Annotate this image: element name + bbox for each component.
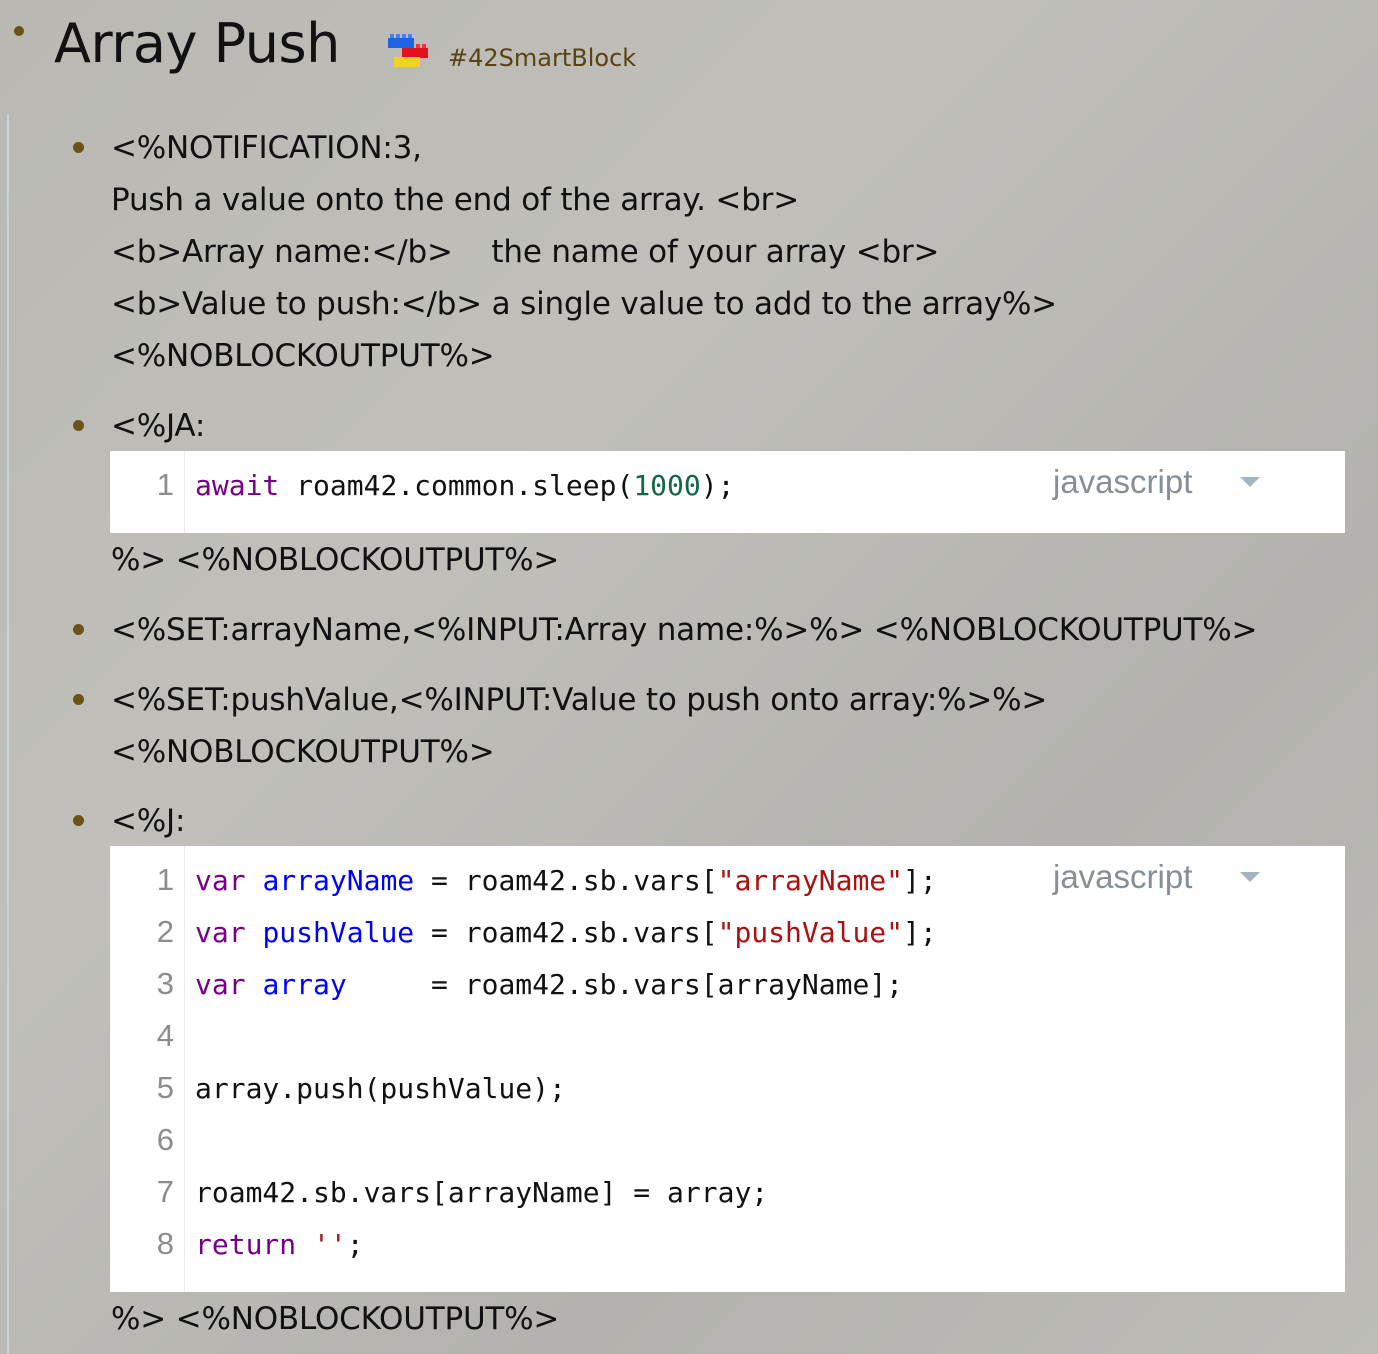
smartblock-tag[interactable]: #42SmartBlock: [448, 44, 637, 72]
page-title[interactable]: Array Push: [54, 12, 340, 75]
code-token: [246, 864, 263, 897]
block-text-line: <b>Array name:</b> the name of your arra…: [111, 234, 940, 270]
line-number: 5: [156, 1070, 174, 1105]
string-token: "arrayName": [717, 864, 904, 897]
keyword-token: return: [195, 1228, 297, 1261]
line-number: 2: [156, 914, 174, 949]
block-text-line: <%SET:pushValue,<%INPUT:Value to push on…: [111, 682, 1048, 718]
line-number: 3: [156, 966, 174, 1001]
definition-token: arrayName: [262, 864, 415, 897]
code-editor[interactable]: 1 await roam42.common.sleep(1000); javas…: [110, 451, 1345, 533]
code-token: array.push(pushValue);: [195, 1072, 566, 1105]
block-suffix: %> <%NOBLOCKOUTPUT%>: [111, 542, 560, 578]
line-number-gutter: 1 2 3 4 5 6 7 8: [110, 846, 185, 1292]
code-token: ];: [903, 864, 937, 897]
block-bullet[interactable]: [73, 624, 84, 635]
block-text-line: <%NOTIFICATION:3,: [111, 130, 422, 166]
block-text-line: <b>Value to push:</b> a single value to …: [111, 286, 1058, 322]
block-prefix: <%J:: [111, 803, 186, 839]
code-line[interactable]: var arrayName = roam42.sb.vars["arrayNam…: [195, 864, 937, 897]
block-text-line: <%SET:arrayName,<%INPUT:Array name:%>%> …: [111, 612, 1258, 648]
chevron-down-icon[interactable]: [1240, 872, 1260, 882]
block-prefix: <%JA:: [111, 408, 206, 444]
code-line[interactable]: var array = roam42.sb.vars[arrayName];: [195, 968, 903, 1001]
block-text-line: Push a value onto the end of the array. …: [111, 182, 800, 218]
line-number: 4: [156, 1018, 174, 1053]
children-guide-line[interactable]: [7, 114, 9, 1354]
block-bullet[interactable]: [73, 694, 84, 705]
definition-token: array: [262, 968, 347, 1001]
block-bullet[interactable]: [73, 142, 84, 153]
code-line[interactable]: array.push(pushValue);: [195, 1072, 566, 1105]
code-token: = roam42.sb.vars[arrayName];: [346, 968, 904, 1001]
page-title-row: Array Push #42SmartBlock: [0, 0, 1378, 110]
block-text-line: <%NOBLOCKOUTPUT%>: [111, 734, 495, 770]
code-token: roam42.sb.vars[arrayName] = array;: [195, 1176, 769, 1209]
code-token: [246, 916, 263, 949]
line-number: 6: [156, 1122, 174, 1157]
code-line[interactable]: await roam42.common.sleep(1000);: [195, 469, 734, 502]
block-suffix: %> <%NOBLOCKOUTPUT%>: [111, 1301, 560, 1337]
chevron-down-icon[interactable]: [1240, 477, 1260, 487]
lego-bricks-icon: [388, 34, 428, 67]
keyword-token: var: [195, 864, 246, 897]
block-bullet[interactable]: [73, 420, 84, 431]
code-token: [296, 1228, 313, 1261]
title-bullet[interactable]: [14, 26, 24, 36]
line-number: 1: [156, 467, 174, 502]
keyword-token: var: [195, 968, 246, 1001]
line-number: 8: [156, 1226, 174, 1261]
keyword-token: var: [195, 916, 246, 949]
code-token: ;: [346, 1228, 364, 1261]
line-number: 7: [156, 1174, 174, 1209]
definition-token: pushValue: [262, 916, 415, 949]
code-line[interactable]: return '';: [195, 1228, 364, 1261]
code-token: ];: [903, 916, 937, 949]
keyword-token: await: [195, 469, 280, 502]
code-line[interactable]: roam42.sb.vars[arrayName] = array;: [195, 1176, 768, 1209]
block-text-line: <%NOBLOCKOUTPUT%>: [111, 338, 495, 374]
number-token: 1000: [633, 469, 701, 502]
code-token: = roam42.sb.vars[: [414, 864, 718, 897]
code-token: roam42.common.sleep(: [279, 469, 634, 502]
line-number: 1: [156, 862, 174, 897]
block-bullet[interactable]: [73, 815, 84, 826]
code-line[interactable]: var pushValue = roam42.sb.vars["pushValu…: [195, 916, 937, 949]
string-token: "pushValue": [717, 916, 904, 949]
code-token: );: [700, 469, 735, 502]
line-number-gutter: 1: [110, 451, 185, 533]
language-selector[interactable]: javascript: [1053, 463, 1193, 500]
code-editor[interactable]: 1 2 3 4 5 6 7 8 var arrayName = roam42.s…: [110, 846, 1345, 1292]
code-token: [246, 968, 263, 1001]
string-token: '': [313, 1228, 347, 1261]
code-token: = roam42.sb.vars[: [414, 916, 718, 949]
language-selector[interactable]: javascript: [1053, 858, 1193, 895]
